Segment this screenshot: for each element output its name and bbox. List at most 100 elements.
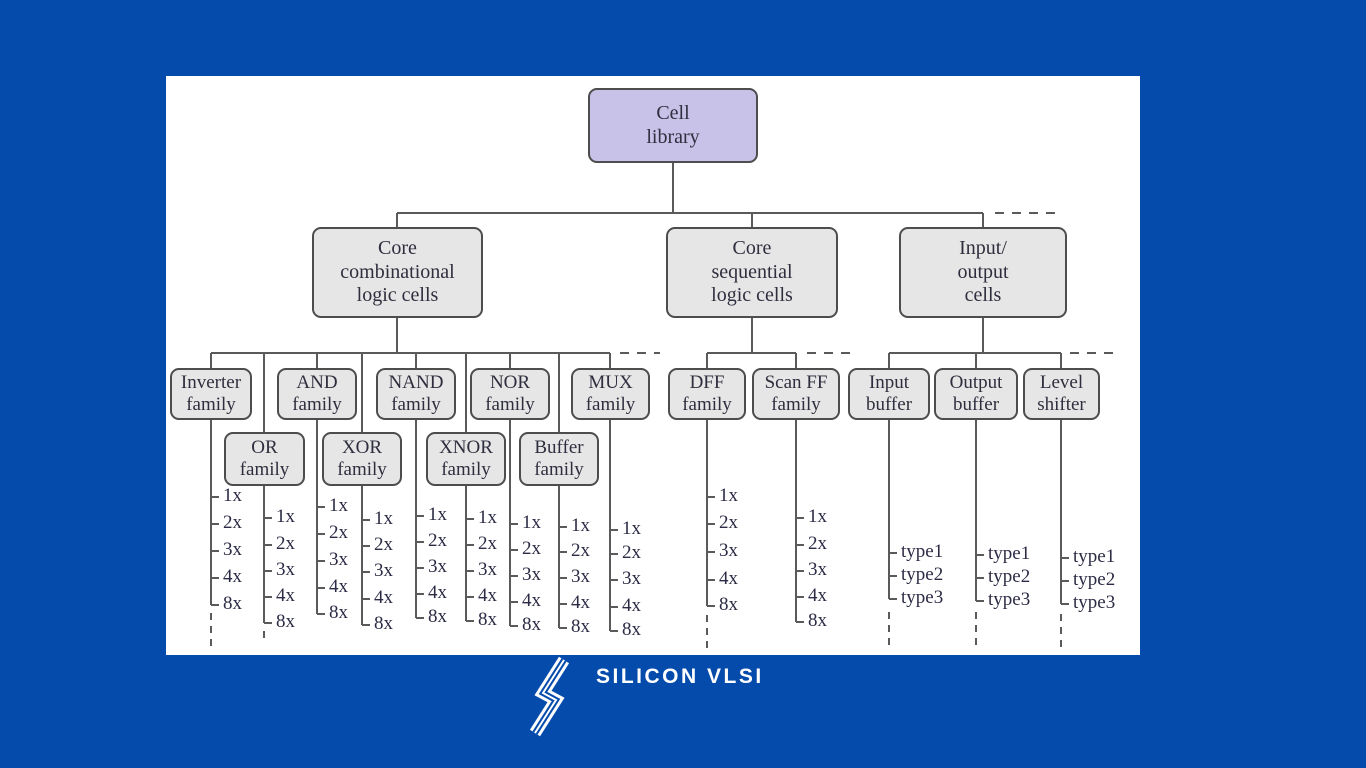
leaf-label-3x: 3x: [522, 564, 541, 585]
leaf-tick: [707, 523, 715, 525]
leaf-tick: [976, 600, 984, 602]
leaf-stem-line: [609, 420, 611, 631]
connector-line: [509, 353, 511, 368]
connector-line: [751, 318, 753, 353]
leaf-label-1x: 1x: [522, 512, 541, 533]
node-label-line: AND: [296, 371, 338, 393]
node-label-line: buffer: [865, 394, 913, 415]
leaf-tick: [466, 570, 474, 572]
leaf-tick: [416, 515, 424, 517]
leaf-label-2x: 2x: [571, 540, 590, 561]
node-label-line: MUX: [588, 371, 633, 393]
s-lightning-icon: [529, 656, 570, 737]
node-label-line: Output: [949, 371, 1003, 393]
leaf-label-8x: 8x: [428, 606, 447, 627]
node-label-line: DFF: [689, 371, 725, 393]
leaf-label-1x: 1x: [808, 506, 827, 527]
node-label-line: Scan FF: [764, 371, 828, 393]
leaf-label-3x: 3x: [374, 560, 393, 581]
leaf-tick: [416, 541, 424, 543]
leaf-label-type2: type2: [901, 564, 944, 585]
node-label-line: shifter: [1037, 394, 1086, 415]
leaf-tick: [976, 577, 984, 579]
continuation-dashed-line: [1060, 614, 1062, 648]
node-label-line: output: [957, 260, 1009, 283]
node-label-line: family: [534, 459, 584, 480]
continuation-dashed-line: [620, 352, 660, 354]
leaf-stem-line: [210, 420, 212, 605]
node-label-line: family: [771, 394, 821, 415]
leaf-tick: [796, 621, 804, 623]
leaf-tick: [559, 603, 567, 605]
connector-line: [397, 212, 983, 214]
leaf-tick: [466, 544, 474, 546]
connector-line: [672, 163, 674, 213]
node-label-line: NOR: [489, 371, 531, 393]
leaf-tick: [559, 551, 567, 553]
connector-line: [263, 353, 265, 432]
leaf-tick: [317, 560, 325, 562]
leaf-tick: [976, 554, 984, 556]
leaf-tick: [707, 496, 715, 498]
node-label-line: family: [682, 394, 732, 415]
connector-line: [1060, 353, 1062, 368]
node-label-line: buffer: [952, 394, 1000, 415]
leaf-stem-line: [975, 420, 977, 601]
connector-line: [795, 353, 797, 368]
leaf-tick: [211, 496, 219, 498]
node-label-line: cells: [964, 284, 1002, 307]
leaf-tick: [264, 622, 272, 624]
leaf-label-4x: 4x: [522, 590, 541, 611]
node-label-line: Core: [378, 237, 417, 260]
node-label-line: Cell: [656, 101, 690, 124]
leaf-tick: [264, 517, 272, 519]
node-label-line: family: [485, 394, 535, 415]
leaf-tick: [510, 625, 518, 627]
leaf-tick: [362, 519, 370, 521]
connector-line: [982, 213, 984, 227]
leaf-label-4x: 4x: [374, 587, 393, 608]
connector-line: [396, 213, 398, 227]
connector-line: [707, 352, 796, 354]
leaf-tick: [1061, 603, 1069, 605]
leaf-tick: [416, 593, 424, 595]
leaf-stem-line: [1060, 420, 1062, 604]
leaf-tick: [416, 617, 424, 619]
leaf-label-2x: 2x: [276, 533, 295, 554]
leaf-stem-line: [888, 420, 890, 599]
leaf-label-3x: 3x: [329, 549, 348, 570]
leaf-label-type3: type3: [901, 587, 944, 608]
leaf-tick: [559, 577, 567, 579]
leaf-tick: [1061, 557, 1069, 559]
continuation-dashed-line: [888, 612, 890, 648]
continuation-dashed-line: [995, 212, 1063, 214]
leaf-label-type3: type3: [988, 589, 1031, 610]
node-label-line: family: [441, 459, 491, 480]
leaf-label-1x: 1x: [622, 518, 641, 539]
leaf-tick: [559, 526, 567, 528]
leaf-stem-line: [263, 486, 265, 623]
leaf-label-4x: 4x: [808, 585, 827, 606]
leaf-label-8x: 8x: [522, 614, 541, 635]
leaf-label-3x: 3x: [808, 559, 827, 580]
leaf-tick: [796, 517, 804, 519]
leaf-tick: [707, 579, 715, 581]
node-label-line: OR: [251, 436, 278, 458]
leaf-tick: [610, 579, 618, 581]
leaf-label-4x: 4x: [223, 566, 242, 587]
leaf-stem-line: [316, 420, 318, 614]
node-label-line: Buffer: [534, 436, 584, 458]
leaf-label-8x: 8x: [276, 611, 295, 632]
leaf-label-8x: 8x: [571, 616, 590, 637]
continuation-dashed-line: [807, 352, 852, 354]
node-label-line: Core: [732, 237, 772, 260]
